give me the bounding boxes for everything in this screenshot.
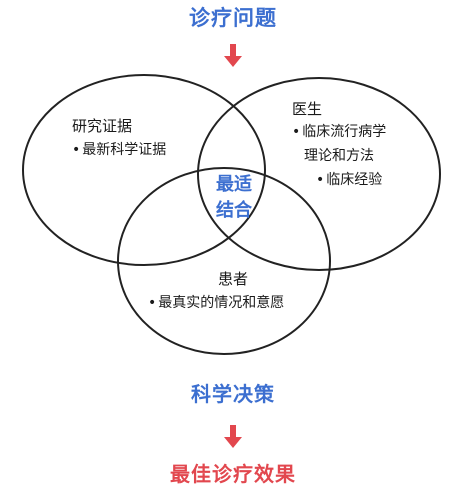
research-heading: 研究证据 <box>72 117 133 135</box>
doctor-item-epidemiology: 临床流行病学 <box>292 121 386 143</box>
center-label: 最适 结合 <box>214 172 254 224</box>
research-item: 最新科学证据 <box>72 139 166 161</box>
patient-item: 最真实的情况和意愿 <box>148 292 284 314</box>
patient-circle <box>117 167 331 355</box>
outcome-label: 最佳诊疗效果 <box>170 462 296 486</box>
diagram-title: 诊疗问题 <box>189 6 277 30</box>
doctor-item-experience: 临床经验 <box>316 169 382 191</box>
doctor-heading: 医生 <box>292 100 323 118</box>
research-circle <box>22 74 266 266</box>
center-label-line2: 结合 <box>216 200 252 221</box>
decision-label: 科学决策 <box>191 382 275 406</box>
center-label-line1: 最适 <box>216 174 252 195</box>
doctor-item-theory: 理论和方法 <box>304 148 374 164</box>
down-arrow-icon <box>224 44 242 67</box>
doctor-circle <box>197 77 441 271</box>
patient-heading: 患者 <box>218 270 249 288</box>
down-arrow-icon <box>224 425 242 448</box>
